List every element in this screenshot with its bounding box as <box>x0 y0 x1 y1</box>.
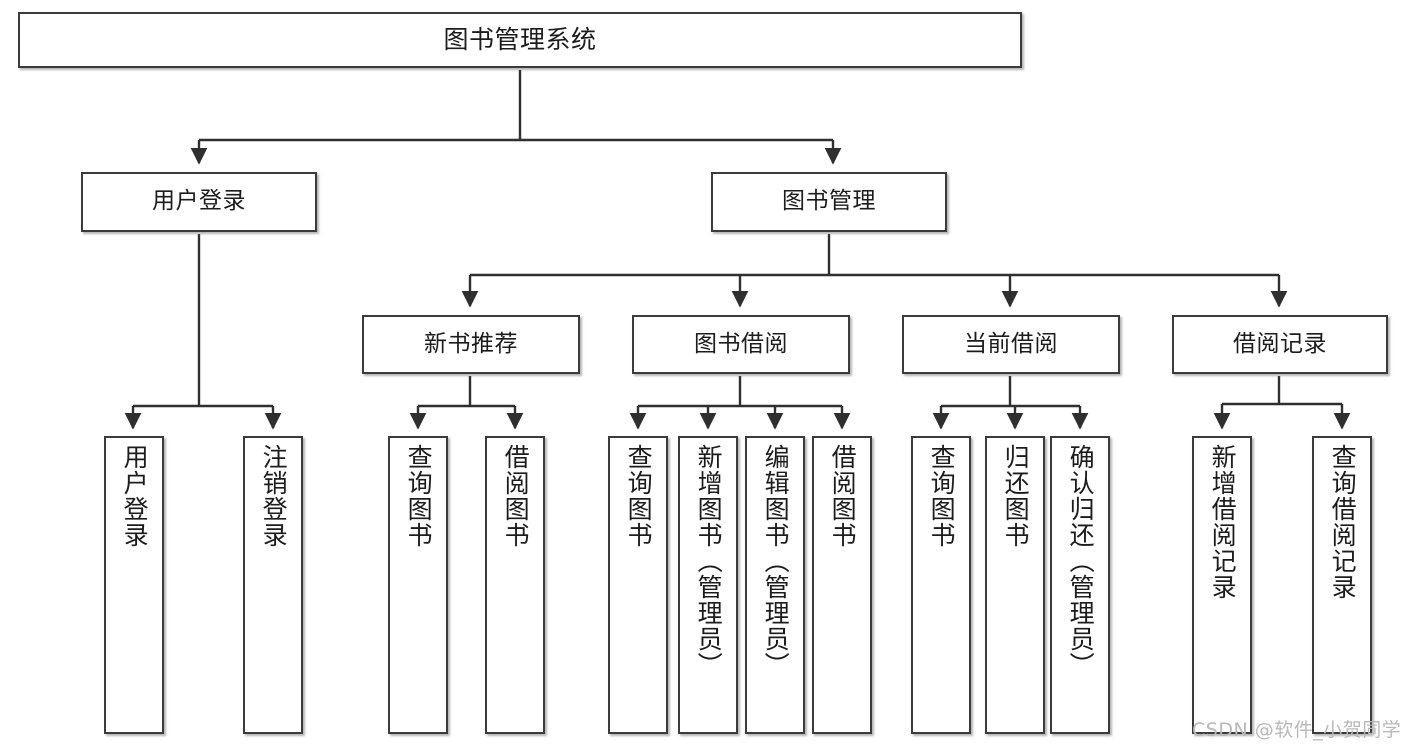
node-leaf-confirm-return[interactable]: 确认归还（管理员） <box>1050 436 1110 734</box>
node-leaf-user-logout[interactable]: 注销登录 <box>243 436 303 734</box>
node-leaf-query-book-1-label: 查询图书 <box>404 444 434 548</box>
node-leaf-edit-book-label: 编辑图书（管理员） <box>761 444 791 678</box>
node-book-borrow[interactable]: 图书借阅 <box>632 315 850 374</box>
node-leaf-query-book-2-label: 查询图书 <box>624 444 654 548</box>
node-leaf-return-book-label: 归还图书 <box>1001 444 1031 548</box>
node-book-borrow-label: 图书借阅 <box>694 330 788 357</box>
node-root[interactable]: 图书管理系统 <box>18 12 1022 68</box>
node-leaf-user-login[interactable]: 用户登录 <box>104 436 164 734</box>
node-user-login-label: 用户登录 <box>152 188 246 215</box>
node-leaf-borrow-book-1[interactable]: 借阅图书 <box>485 436 545 734</box>
node-leaf-query-record[interactable]: 查询借阅记录 <box>1312 436 1372 734</box>
node-current-borrow-label: 当前借阅 <box>964 330 1058 357</box>
node-root-label: 图书管理系统 <box>443 25 597 55</box>
node-book-manage[interactable]: 图书管理 <box>711 172 947 232</box>
node-borrow-record[interactable]: 借阅记录 <box>1172 315 1388 374</box>
node-leaf-borrow-book-2[interactable]: 借阅图书 <box>812 436 872 734</box>
node-leaf-add-book[interactable]: 新增图书（管理员） <box>678 436 738 734</box>
node-leaf-query-record-label: 查询借阅记录 <box>1328 444 1358 600</box>
node-user-login[interactable]: 用户登录 <box>81 172 317 232</box>
node-leaf-query-book-2[interactable]: 查询图书 <box>608 436 668 734</box>
watermark: CSDN @软件_小贺同学 <box>1192 719 1402 741</box>
node-current-borrow[interactable]: 当前借阅 <box>902 315 1120 374</box>
node-leaf-add-record-label: 新增借阅记录 <box>1208 444 1238 600</box>
node-new-book-rec-label: 新书推荐 <box>424 330 518 357</box>
node-leaf-add-record[interactable]: 新增借阅记录 <box>1192 436 1252 734</box>
node-leaf-query-book-3[interactable]: 查询图书 <box>911 436 971 734</box>
node-leaf-confirm-return-label: 确认归还（管理员） <box>1066 444 1096 678</box>
node-leaf-borrow-book-1-label: 借阅图书 <box>501 444 531 548</box>
node-leaf-edit-book[interactable]: 编辑图书（管理员） <box>745 436 805 734</box>
node-leaf-user-logout-label: 注销登录 <box>259 444 289 548</box>
node-leaf-add-book-label: 新增图书（管理员） <box>694 444 724 678</box>
node-leaf-borrow-book-2-label: 借阅图书 <box>828 444 858 548</box>
node-leaf-return-book[interactable]: 归还图书 <box>985 436 1045 734</box>
node-book-manage-label: 图书管理 <box>782 188 876 215</box>
node-new-book-rec[interactable]: 新书推荐 <box>362 315 580 374</box>
node-borrow-record-label: 借阅记录 <box>1233 330 1327 357</box>
node-leaf-query-book-1[interactable]: 查询图书 <box>388 436 448 734</box>
node-leaf-query-book-3-label: 查询图书 <box>927 444 957 548</box>
node-leaf-user-login-label: 用户登录 <box>120 444 150 548</box>
